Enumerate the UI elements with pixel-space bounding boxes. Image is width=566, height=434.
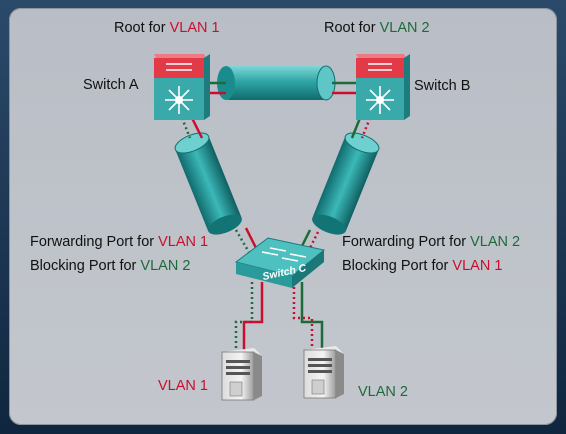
c-left-block-label: Blocking Port for VLAN 2 [30, 258, 190, 274]
trunk-a-c [174, 132, 242, 235]
switch-a-label: Switch A [83, 77, 139, 93]
c-left-forward-prefix: Forwarding Port for [30, 234, 159, 250]
switch-a-icon[interactable] [154, 54, 210, 120]
root-vlan2-vlan: VLAN 2 [379, 20, 430, 36]
c-right-block-vlan: VLAN 1 [452, 258, 503, 274]
root-vlan1-prefix: Root for [114, 20, 170, 36]
link-b-c-vlan2-top [350, 117, 362, 139]
trunk-a-b [217, 65, 336, 101]
trunk-b-c [312, 132, 380, 235]
host1-vlan-label: VLAN 1 [158, 378, 208, 394]
link-c-host2-vlan2 [300, 282, 324, 350]
c-right-forward-label: Forwarding Port for VLAN 2 [342, 234, 520, 250]
link-a-c-vlan2-top [180, 117, 192, 139]
root-vlan2-prefix: Root for [324, 20, 380, 36]
server-2-icon[interactable] [303, 346, 344, 399]
root-vlan1-vlan: VLAN 1 [169, 20, 220, 36]
switch-c-icon[interactable] [234, 237, 326, 288]
c-left-forward-label: Forwarding Port for VLAN 1 [30, 234, 208, 250]
server-1-icon[interactable] [221, 348, 262, 401]
c-right-forward-prefix: Forwarding Port for [342, 234, 471, 250]
c-right-block-prefix: Blocking Port for [342, 258, 453, 274]
host2-vlan-label: VLAN 2 [358, 384, 408, 400]
link-b-c-vlan1-top [360, 117, 372, 139]
c-left-block-prefix: Blocking Port for [30, 258, 141, 274]
root-vlan2-label: Root for VLAN 2 [324, 20, 430, 36]
link-a-c-vlan1-top [190, 117, 204, 139]
link-c-host1-vlan1 [242, 282, 264, 352]
link-c-host1-vlan2 [234, 282, 254, 352]
switch-b-icon[interactable] [356, 54, 410, 120]
c-left-block-vlan: VLAN 2 [140, 258, 191, 274]
c-right-block-label: Blocking Port for VLAN 1 [342, 258, 502, 274]
c-left-forward-vlan: VLAN 1 [158, 234, 209, 250]
root-vlan1-label: Root for VLAN 1 [114, 20, 220, 36]
switch-b-label: Switch B [414, 78, 471, 94]
c-right-forward-vlan: VLAN 2 [470, 234, 521, 250]
